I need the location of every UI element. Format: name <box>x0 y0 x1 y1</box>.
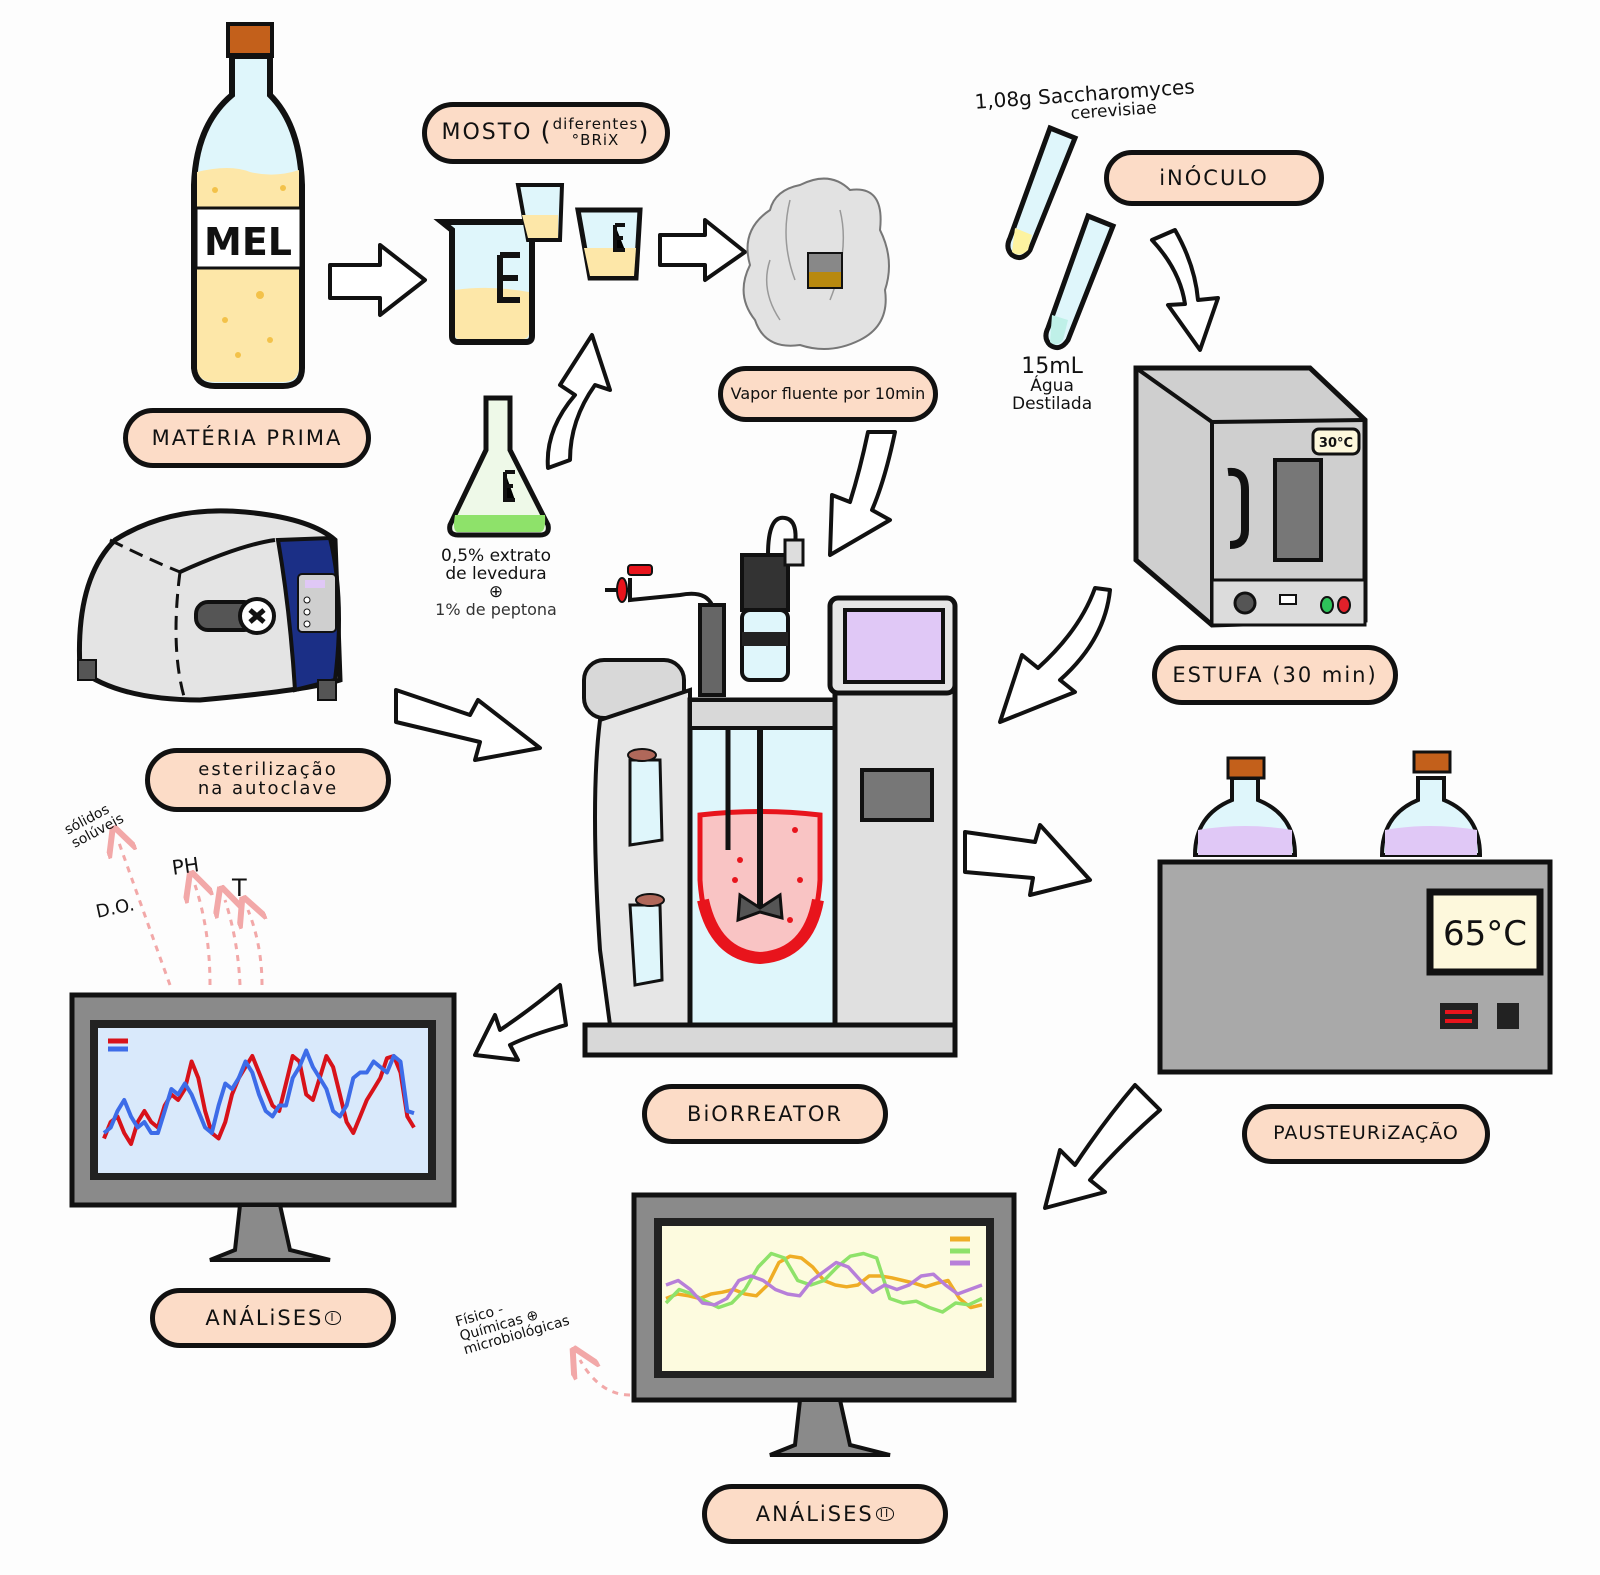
erlenmeyer-flask-icon <box>447 395 551 538</box>
parameter-arrows <box>118 840 631 1397</box>
autoclave-icon <box>76 508 343 703</box>
label-text: iNÓCULO <box>1159 165 1269 190</box>
arrow-vapor-to-biorreator <box>828 430 897 557</box>
label-biorreator: BiORREATOR <box>642 1084 888 1144</box>
arrow-materia-to-mosto <box>328 243 427 317</box>
label-analises1: ANÁLiSES I <box>150 1288 396 1348</box>
mosto-sub1: diferentes <box>552 115 639 134</box>
note-line: Destilada <box>1012 393 1093 414</box>
note-water: 15mL Água Destilada <box>1012 355 1092 414</box>
label-text: MATÉRIA PRIMA <box>151 425 343 450</box>
label-text: ANÁLiSES <box>755 1501 874 1526</box>
label-line2: na autoclave <box>197 778 339 799</box>
water-bath-icon: 65°C <box>1157 750 1553 1075</box>
incubator-display: 30°C <box>1319 436 1353 451</box>
label-text: BiORREATOR <box>687 1101 843 1126</box>
label-line1: esterilização <box>198 759 338 781</box>
label-estufa: ESTUFA (30 min) <box>1152 645 1398 705</box>
label-text: PAUSTEURiZAÇÃO <box>1273 1122 1459 1145</box>
arrow-inoculo-to-estufa <box>1150 228 1220 352</box>
note-ph: PH <box>170 852 201 880</box>
label-text: MOSTO <box>441 120 533 146</box>
note-t: T <box>232 874 247 902</box>
arrow-mosto-to-vapor <box>658 218 747 282</box>
mosto-sub2: °BRiX <box>571 131 620 149</box>
label-inoculo: iNÓCULO <box>1104 150 1324 206</box>
monitor-analises1 <box>69 992 457 1262</box>
label-analises2: ANÁLiSES II <box>702 1484 948 1544</box>
label-mosto: MOSTO ( diferentes °BRiX ) <box>422 102 670 164</box>
note-nutrients: 0,5% extrato de levedura ⊕ 1% de peptona <box>420 546 572 619</box>
arrow-autoclave-to-biorreator <box>394 688 542 762</box>
label-mark: I <box>325 1311 341 1325</box>
bottle-label: MEL <box>204 220 292 264</box>
mosto-sub: diferentes °BRiX <box>552 115 639 149</box>
bioreactor-icon <box>582 515 958 1058</box>
label-esterilizacao: esterilização na autoclave <box>145 748 391 812</box>
incubator-icon: 30°C <box>1133 365 1368 628</box>
arrow-nutrients-to-mosto <box>545 333 612 470</box>
paren-close: ) <box>638 117 651 148</box>
note-line: 1% de peptona <box>435 599 557 619</box>
paren-open: ( <box>540 117 553 148</box>
series-line-green <box>664 1251 983 1314</box>
steam-cloud-icon <box>742 177 890 350</box>
label-mark: II <box>875 1507 895 1521</box>
series-line-purple <box>665 1260 983 1307</box>
note-line: 0,5% extrato <box>441 546 551 566</box>
arrow-biorreator-to-analises1 <box>473 983 568 1062</box>
note-line: de levedura <box>445 563 547 584</box>
honey-bottle-icon: MEL <box>191 22 305 389</box>
beakers-icon <box>433 183 643 345</box>
note-line: ⊕ <box>488 581 504 602</box>
note-line: Água <box>1030 376 1074 397</box>
note-line: 15mL <box>1021 354 1083 379</box>
label-text: ESTUFA (30 min) <box>1172 662 1378 687</box>
bath-display: 65°C <box>1443 914 1527 954</box>
label-text: Vapor fluente por 10min <box>730 383 926 403</box>
arrow-estufa-to-biorreator <box>998 586 1112 724</box>
series-line-red <box>102 1054 416 1146</box>
label-pasteurizacao: PAUSTEURiZAÇÃO <box>1242 1104 1490 1164</box>
label-materia-prima: MATÉRIA PRIMA <box>123 408 371 468</box>
arrow-biorreator-to-pasteurizacao <box>963 823 1092 897</box>
series-line-blue <box>102 1048 415 1135</box>
label-text: ANÁLiSES <box>205 1305 324 1330</box>
arrow-pasteurizacao-to-analises2 <box>1043 1083 1162 1210</box>
test-tubes-icon <box>1005 124 1117 351</box>
monitor-analises2 <box>631 1192 1017 1457</box>
label-vapor: Vapor fluente por 10min <box>718 366 938 422</box>
